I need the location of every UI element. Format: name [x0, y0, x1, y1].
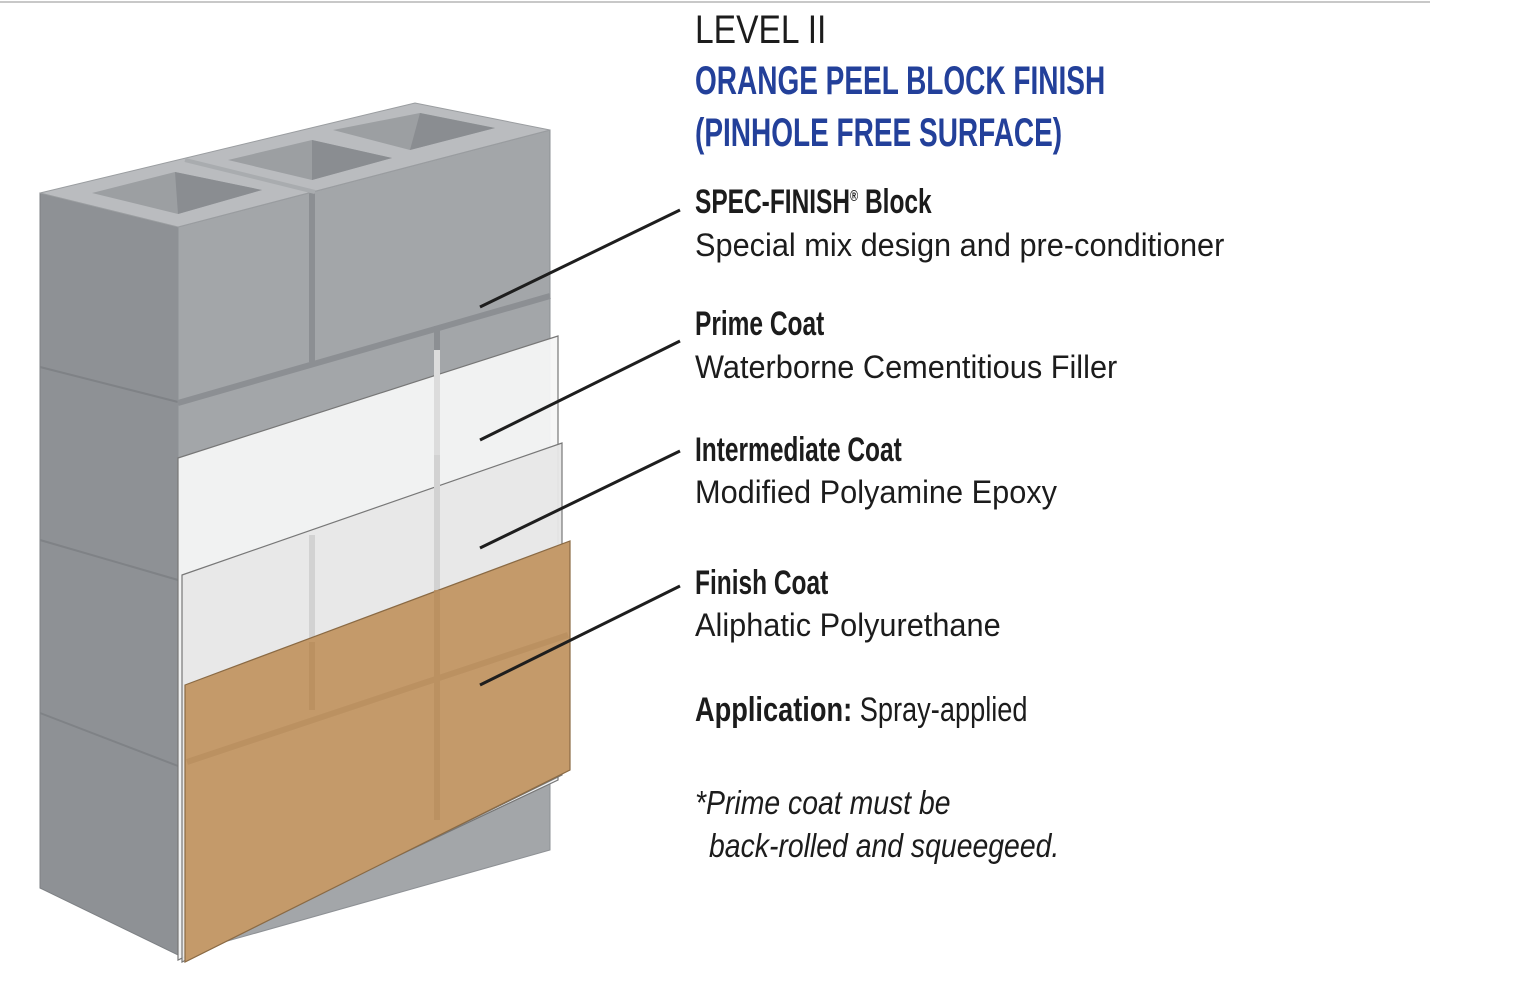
side-joints: [39, 366, 179, 767]
layer-block-name-text: SPEC-FINISH: [695, 183, 851, 221]
layer-block-name-suffix: Block: [858, 183, 932, 221]
layer-intermediate-name: Intermediate Coat: [695, 431, 902, 469]
layer-intermediate-description: Modified Polyamine Epoxy: [695, 474, 1057, 510]
application-line: Application: Spray-applied: [695, 693, 1028, 727]
leader-block: [479, 208, 681, 309]
leader-lines: [479, 208, 681, 687]
registered-mark: ®: [850, 188, 859, 205]
title-line-2: (PINHOLE FREE SURFACE): [695, 111, 1063, 155]
layer-prime-name: Prime Coat: [695, 305, 825, 343]
top-rule: [0, 1, 1430, 3]
leader-finish: [479, 584, 681, 687]
layer-block-description: Special mix design and pre-conditioner: [695, 227, 1225, 263]
layer-finish-name: Finish Coat: [695, 564, 829, 602]
finish-coat-layer: [184, 540, 571, 963]
note-line-2: back-rolled and squeegeed.: [709, 827, 1060, 864]
layer-block-name: SPEC-FINISH® Block: [695, 185, 932, 219]
layer-prime-description: Waterborne Cementitious Filler: [695, 349, 1118, 385]
leader-prime: [479, 339, 681, 442]
block-cores: [92, 113, 495, 214]
layer-finish-description: Aliphatic Polyurethane: [695, 607, 1001, 643]
level-label: LEVEL II: [695, 8, 827, 52]
application-value: Spray-applied: [852, 691, 1028, 729]
application-label: Application:: [695, 691, 853, 729]
note-line-1: *Prime coat must be: [695, 784, 951, 821]
leader-intermediate: [479, 449, 681, 550]
title-line-1: ORANGE PEEL BLOCK FINISH: [695, 59, 1106, 103]
